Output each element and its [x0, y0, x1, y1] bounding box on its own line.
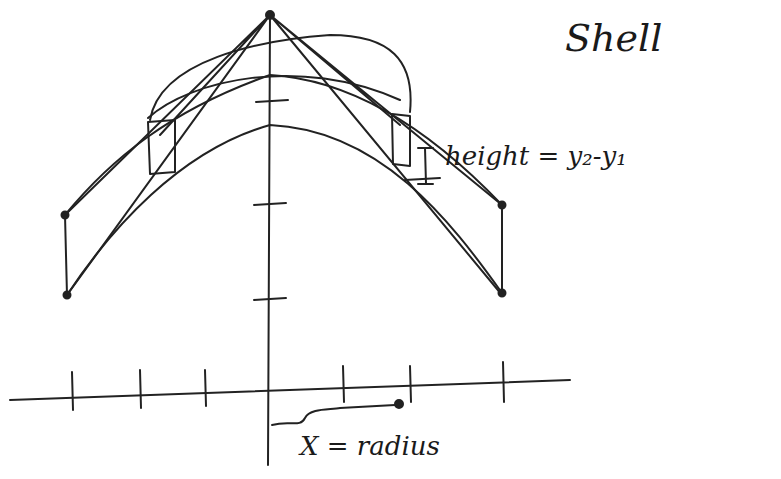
x-ticks — [72, 362, 504, 410]
radius-point — [395, 400, 403, 408]
vertical-edges — [65, 205, 502, 295]
radius-label: X = radius — [300, 432, 440, 461]
x-axis — [10, 380, 570, 400]
y-axis — [268, 14, 270, 465]
rotation-arc — [150, 35, 411, 120]
shell-strip — [148, 120, 175, 174]
shell-strip — [392, 114, 410, 166]
line-segments — [65, 15, 502, 295]
y-ticks — [254, 100, 288, 300]
tick-mark — [405, 178, 440, 180]
upper-curve — [65, 75, 502, 215]
height-label: height = y₂-y₁ — [445, 142, 627, 171]
rotation-arc — [148, 76, 400, 118]
title-note: Shell — [565, 18, 662, 60]
lower-curve — [67, 125, 502, 295]
radius-bracket — [272, 405, 395, 425]
